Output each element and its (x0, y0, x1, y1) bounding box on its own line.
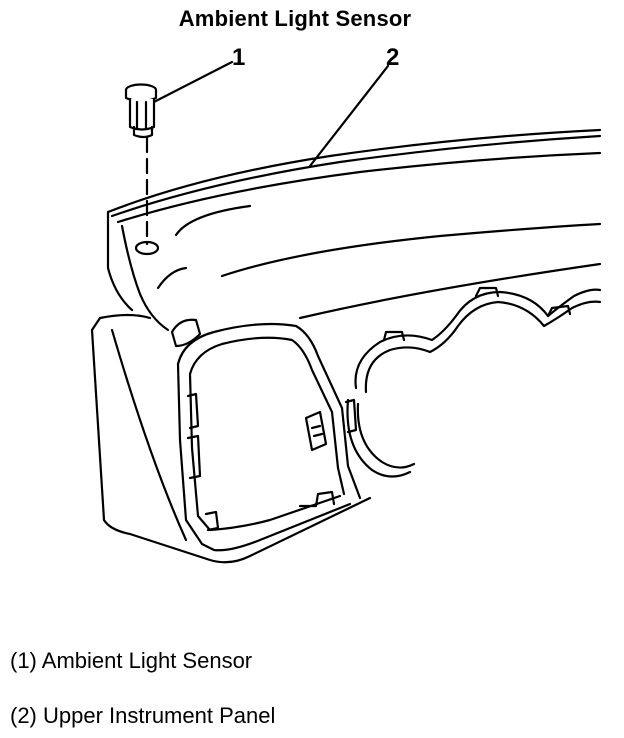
ambient-light-sensor (124, 83, 158, 139)
callout-2-label: 2 (386, 44, 400, 71)
callout-1-label: 1 (232, 44, 246, 71)
legend-item-ambient-light-sensor: (1) Ambient Light Sensor (10, 648, 253, 673)
sensor-mounting-hole (134, 240, 160, 256)
side-vent (170, 318, 202, 348)
diagram-title: Ambient Light Sensor (178, 6, 412, 31)
callout-2-leader (308, 64, 390, 168)
upper-instrument-panel (90, 128, 602, 564)
exploded-view-drawing (90, 60, 602, 564)
legend-item-upper-instrument-panel: (2) Upper Instrument Panel (10, 703, 276, 728)
callout-1-leader (148, 60, 234, 106)
